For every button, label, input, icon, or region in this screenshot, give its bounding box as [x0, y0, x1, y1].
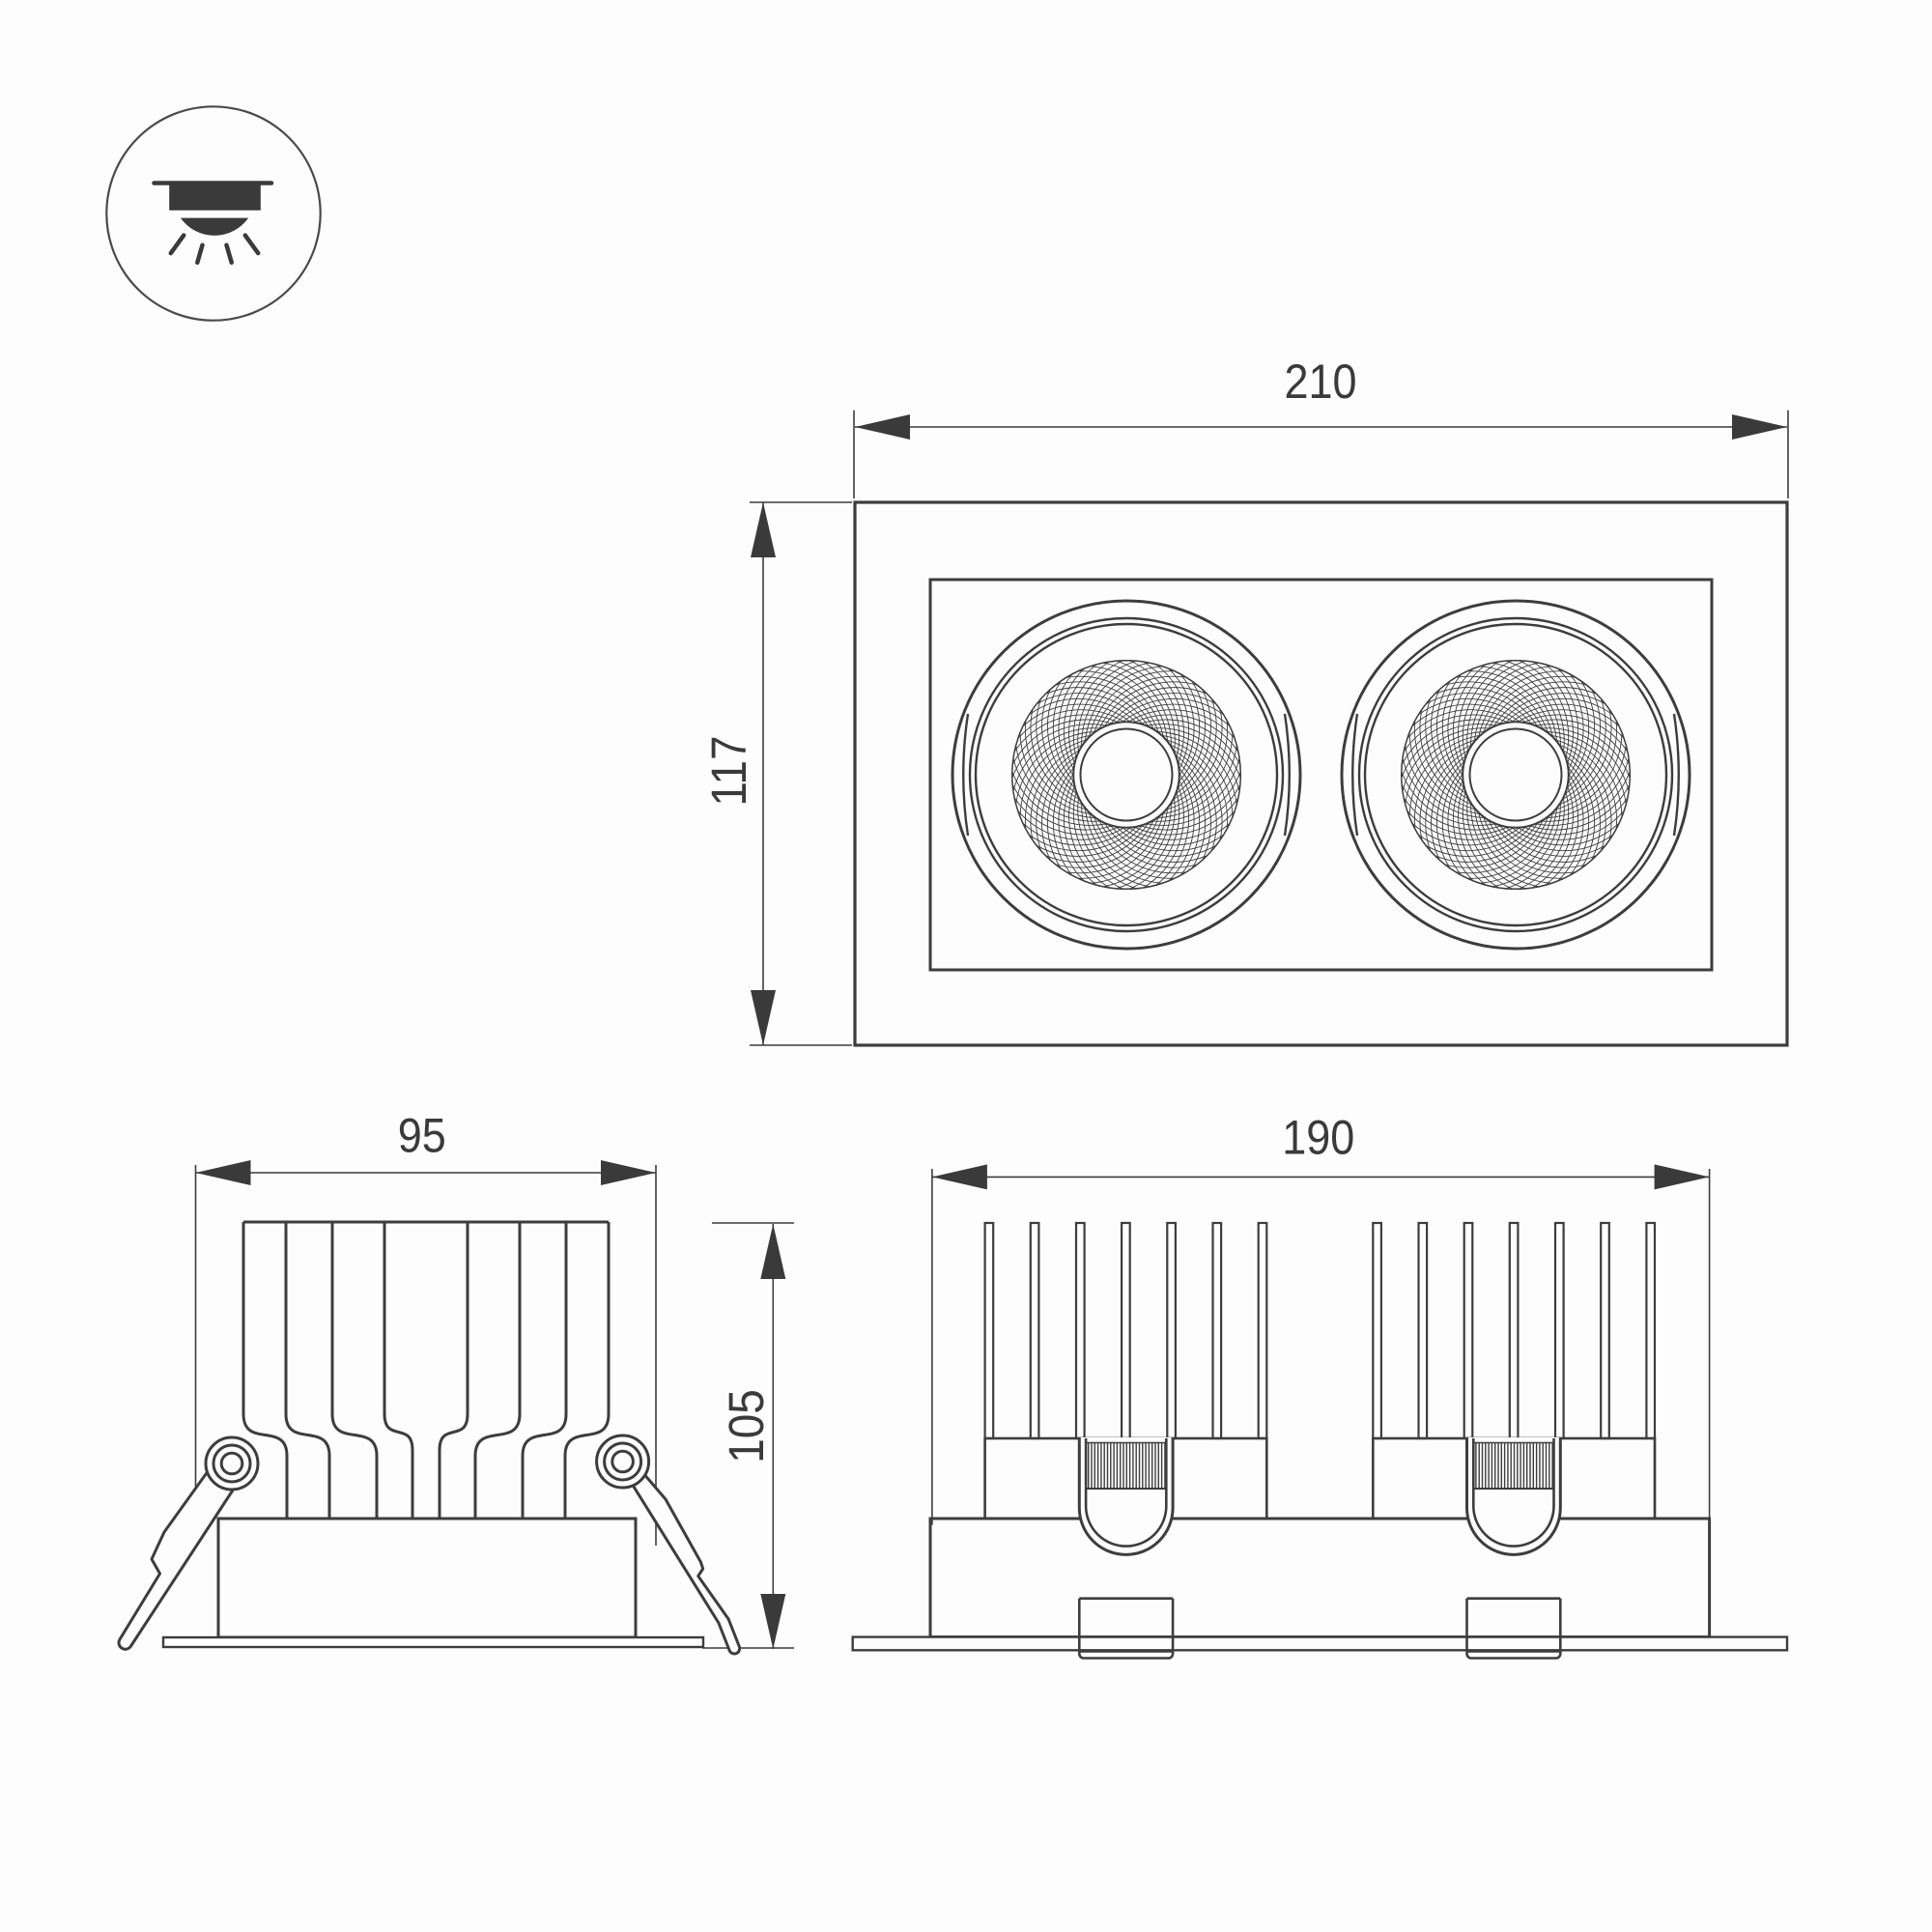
svg-text:210: 210 — [1284, 355, 1356, 410]
svg-text:105: 105 — [720, 1389, 775, 1463]
svg-text:95: 95 — [398, 1110, 446, 1164]
svg-text:190: 190 — [1282, 1111, 1354, 1165]
svg-text:117: 117 — [702, 735, 757, 806]
